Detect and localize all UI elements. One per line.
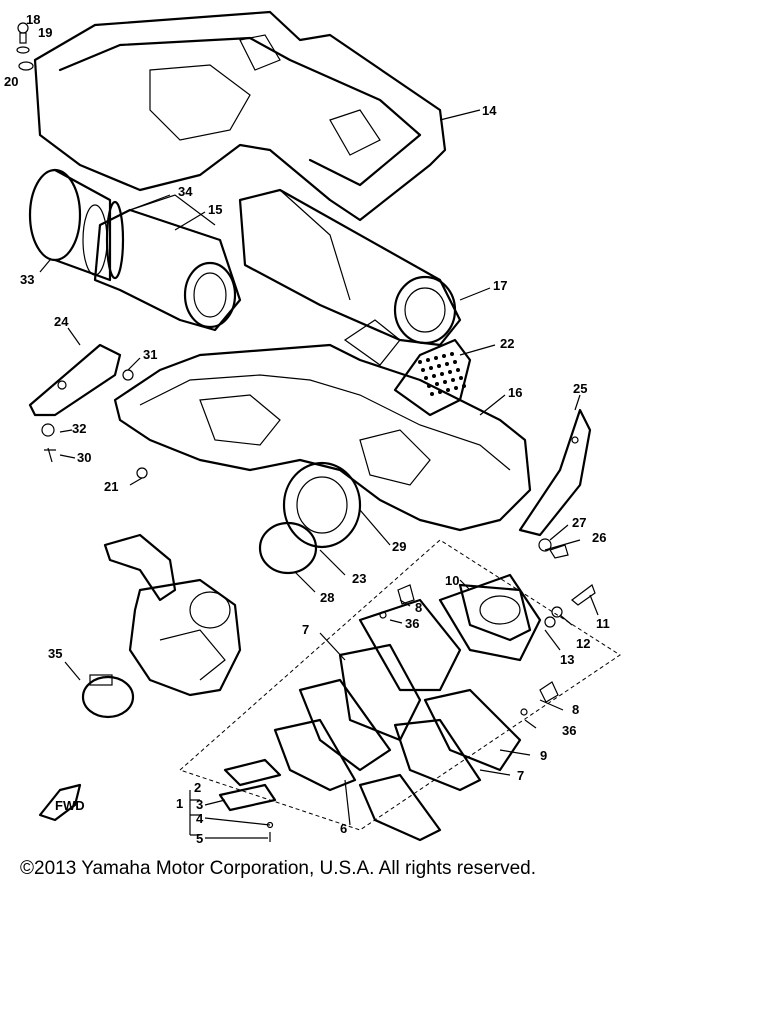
callout-34: 34 <box>178 184 193 199</box>
callout-8a: 8 <box>415 600 422 615</box>
callout-21: 21 <box>104 479 118 494</box>
screen-hole <box>453 360 457 364</box>
screen-hole <box>421 368 425 372</box>
screen-hole <box>443 380 447 384</box>
part-33-intake-funnel <box>28 168 112 282</box>
callout-5: 5 <box>196 831 203 846</box>
callout-numbers: 18 19 20 14 34 15 33 17 24 22 31 16 25 3… <box>4 12 610 846</box>
part-29-joint <box>282 461 362 549</box>
callout-6: 6 <box>340 821 347 836</box>
screen-hole <box>450 352 454 356</box>
part-35-clamp <box>81 674 135 719</box>
screen-hole <box>432 374 436 378</box>
screen-hole <box>424 376 428 380</box>
copyright-notice: ©2013 Yamaha Motor Corporation, U.S.A. A… <box>20 858 536 879</box>
screen-hole <box>442 354 446 358</box>
screen-hole <box>437 364 441 368</box>
callout-11: 11 <box>596 616 610 631</box>
callout-23: 23 <box>352 571 366 586</box>
callout-26: 26 <box>592 530 606 545</box>
screen-hole <box>435 382 439 386</box>
svg-text:FWD: FWD <box>55 798 85 813</box>
part-24-bracket <box>28 343 122 417</box>
screen-hole <box>448 370 452 374</box>
callout-36b: 36 <box>562 723 576 738</box>
screen-hole <box>429 366 433 370</box>
part-34-clamp <box>105 200 125 280</box>
callout-1: 1 <box>176 796 183 811</box>
callout-33: 33 <box>20 272 34 287</box>
callout-14: 14 <box>482 103 497 118</box>
screen-hole <box>430 392 434 396</box>
callout-31: 31 <box>143 347 157 362</box>
callout-18: 18 <box>26 12 40 27</box>
screen-hole <box>454 386 458 390</box>
part-2-reed <box>223 758 282 787</box>
callout-10: 10 <box>445 573 459 588</box>
callout-32: 32 <box>72 421 86 436</box>
screen-hole <box>451 378 455 382</box>
part-3-stopper <box>218 783 277 812</box>
screen-hole <box>446 388 450 392</box>
callout-7b: 7 <box>517 768 524 783</box>
callout-29: 29 <box>392 539 406 554</box>
part-25-bracket <box>518 408 592 537</box>
screen-hole <box>445 362 449 366</box>
part-16-case <box>113 343 532 532</box>
callout-19: 19 <box>38 25 52 40</box>
callout-9: 9 <box>540 748 547 763</box>
callout-4: 4 <box>196 811 204 826</box>
screen-hole <box>418 360 422 364</box>
callout-35: 35 <box>48 646 62 661</box>
callout-16: 16 <box>508 385 522 400</box>
callout-7a: 7 <box>302 622 309 637</box>
carburetor <box>103 533 242 697</box>
callout-20: 20 <box>4 74 18 89</box>
callout-28: 28 <box>320 590 334 605</box>
screen-hole <box>434 356 438 360</box>
hardware-screws <box>16 22 596 842</box>
screen-hole <box>456 368 460 372</box>
callout-15: 15 <box>208 202 222 217</box>
callout-27: 27 <box>572 515 586 530</box>
part-14-case-cover <box>33 10 447 222</box>
screen-hole <box>462 384 466 388</box>
part-22-screen <box>343 319 472 417</box>
callout-2: 2 <box>194 780 201 795</box>
screen-hole <box>459 376 463 380</box>
callout-36a: 36 <box>405 616 419 631</box>
callout-12: 12 <box>576 636 590 651</box>
callout-13: 13 <box>560 652 574 667</box>
callout-25: 25 <box>573 381 587 396</box>
callout-22: 22 <box>500 336 514 351</box>
part-17-filter-element <box>238 188 462 347</box>
callout-17: 17 <box>493 278 507 293</box>
leader-lines <box>39 109 599 839</box>
screen-hole <box>426 358 430 362</box>
callout-30: 30 <box>77 450 91 465</box>
screen-hole <box>440 372 444 376</box>
callout-24: 24 <box>54 314 69 329</box>
part-28-o-ring <box>258 521 318 575</box>
callout-8b: 8 <box>572 702 579 717</box>
callout-3: 3 <box>196 797 203 812</box>
fwd-direction-mark: FWD <box>38 783 85 822</box>
reed-valve-assembly <box>179 539 621 842</box>
